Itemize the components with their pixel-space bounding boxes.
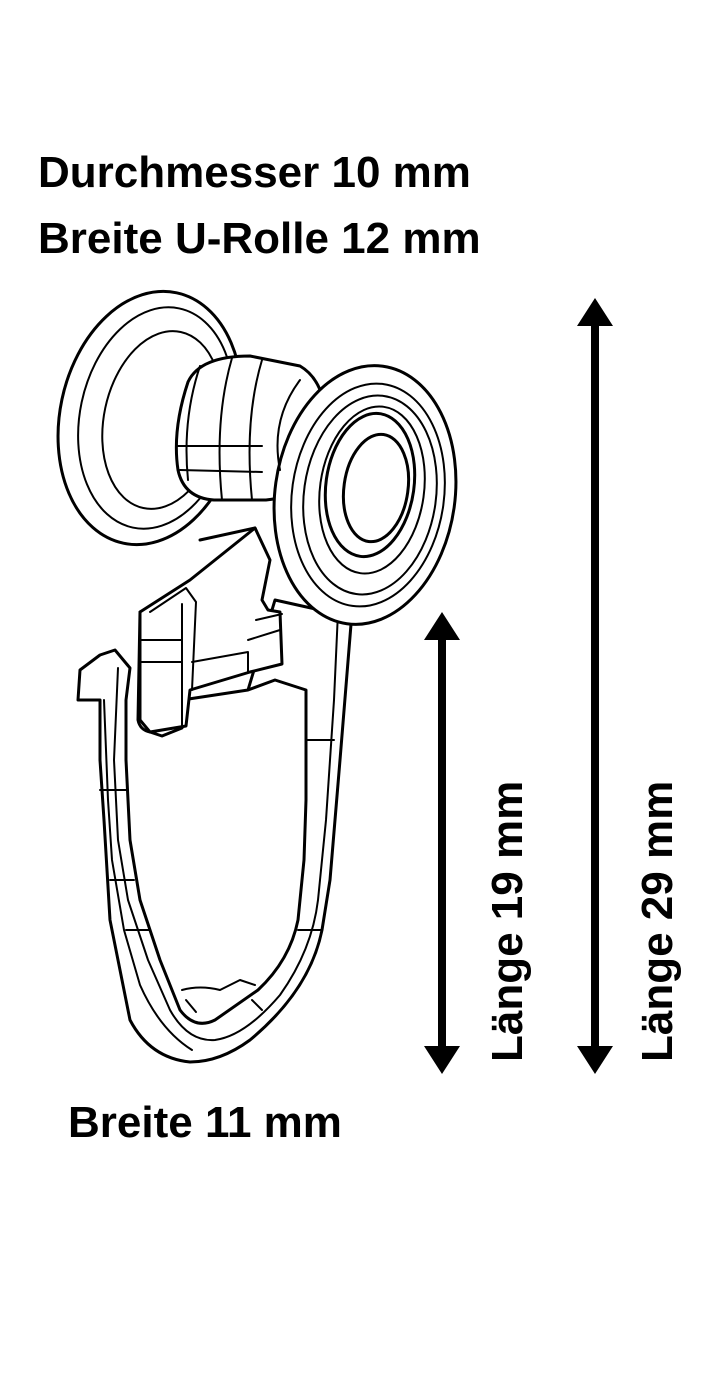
diameter-label: Durchmesser 10 mm: [38, 148, 471, 197]
total-length-arrow: [577, 298, 613, 1074]
hook-width-label: Breite 11 mm: [68, 1098, 342, 1147]
hook-bracket: [138, 526, 284, 734]
hook-length-arrow: [424, 612, 460, 1074]
front-roller-flange: [272, 364, 458, 626]
roller-width-label: Breite U-Rolle 12 mm: [38, 214, 481, 263]
